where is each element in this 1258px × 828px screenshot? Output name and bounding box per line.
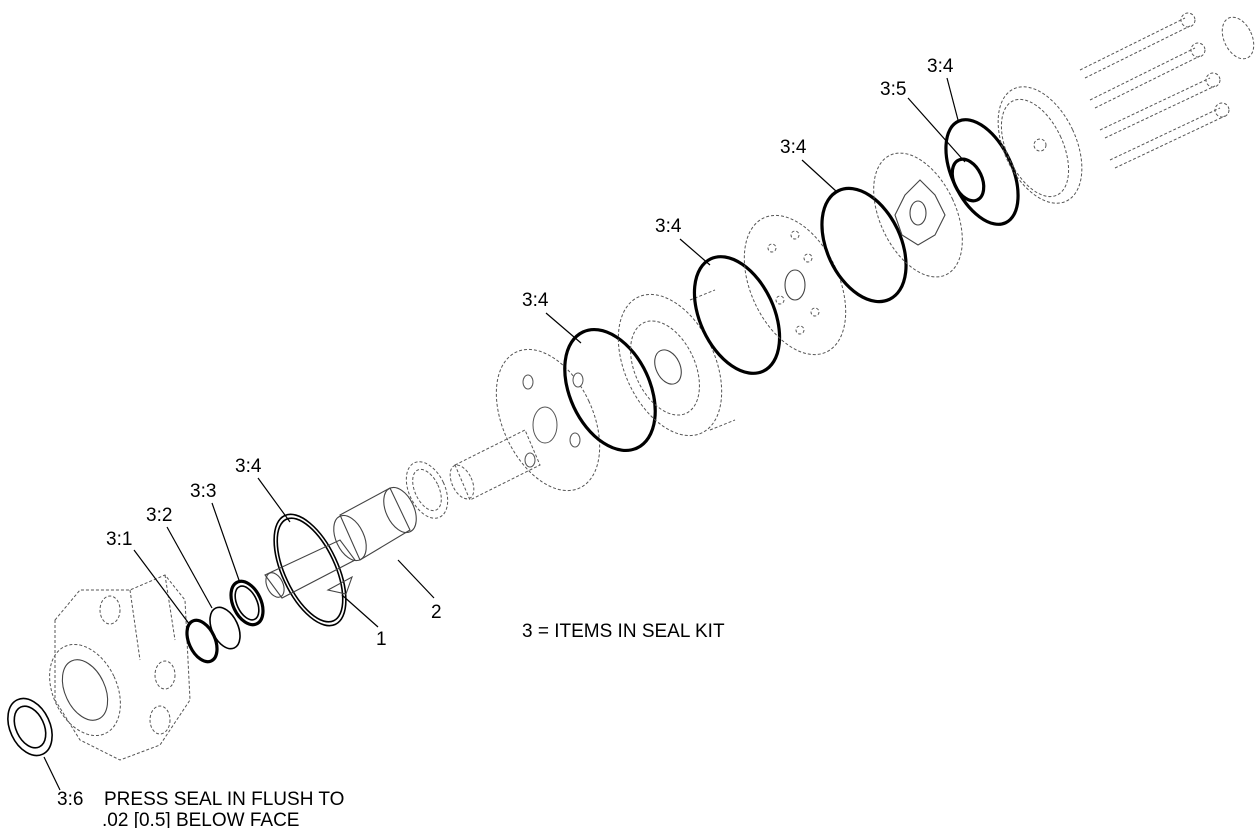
end-cover bbox=[997, 86, 1083, 204]
thrust-bearing bbox=[405, 429, 541, 519]
o-ring-b bbox=[692, 255, 782, 375]
label-1: 1 bbox=[376, 629, 387, 650]
bolts bbox=[1079, 12, 1230, 169]
label-3-4-c: 3:4 bbox=[780, 137, 807, 158]
press-seal-note-line1: PRESS SEAL IN FLUSH TO bbox=[104, 789, 344, 810]
label-3-2: 3:2 bbox=[146, 505, 172, 526]
housing bbox=[49, 574, 191, 761]
name-plate bbox=[1221, 16, 1255, 60]
gerotor bbox=[617, 289, 736, 437]
front-seal bbox=[7, 697, 53, 757]
seal-rings-front bbox=[185, 579, 265, 664]
label-3-4-a: 3:4 bbox=[522, 290, 549, 311]
label-3-3: 3:3 bbox=[190, 481, 216, 502]
label-3-4-shaft: 3:4 bbox=[235, 456, 262, 477]
commutator bbox=[873, 152, 963, 278]
label-3-5: 3:5 bbox=[880, 79, 906, 100]
label-3-6: 3:6 bbox=[57, 789, 83, 810]
label-3-4-d: 3:4 bbox=[927, 56, 954, 77]
o-ring-a bbox=[563, 327, 657, 453]
o-ring-c bbox=[820, 186, 908, 304]
press-seal-note-line2: .02 [0.5] BELOW FACE bbox=[102, 810, 299, 828]
label-3-1: 3:1 bbox=[106, 529, 132, 550]
shaft-assembly bbox=[264, 486, 417, 627]
wear-plate bbox=[495, 348, 601, 492]
o-ring-d bbox=[944, 118, 1020, 226]
leader-lines bbox=[43, 77, 966, 791]
seal-kit-note: 3 = ITEMS IN SEAL KIT bbox=[522, 621, 725, 642]
label-2: 2 bbox=[431, 602, 442, 623]
label-3-4-b: 3:4 bbox=[655, 216, 682, 237]
